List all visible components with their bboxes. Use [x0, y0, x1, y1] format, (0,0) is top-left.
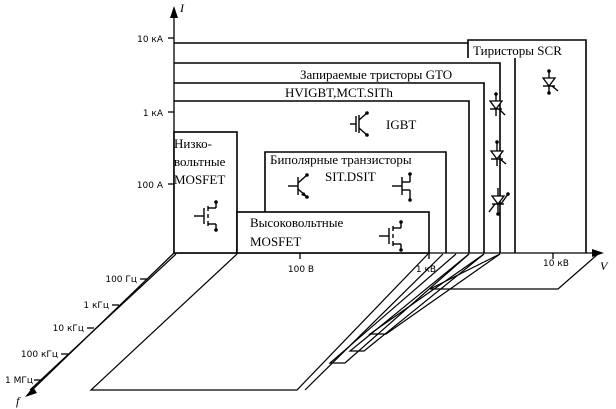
- hv-mosfet-symbol-icon: [379, 220, 403, 252]
- region-bipolar: Биполярные транзисторы SIT.DSIT: [264, 151, 447, 253]
- y-tick-label: 10 кА: [137, 35, 164, 45]
- region-gto: Запираемые тристоры GTO: [174, 62, 501, 253]
- lv-mosfet-label-3: MOSFET: [174, 172, 225, 187]
- z-tick-label: 10 кГц: [53, 324, 84, 334]
- bipolar-transistor-icon: [288, 173, 309, 199]
- lv-mosfet-label-2: вольтные: [174, 154, 226, 169]
- hvigbt-label: HVIGBT,MCT.SITh: [285, 85, 393, 100]
- z-tick-label: 100 Гц: [105, 275, 137, 285]
- region-hv-mosfet: Высоковольтные MOSFET: [236, 211, 430, 254]
- x-axis-label: V: [600, 259, 609, 273]
- thyristor-sith-icon: [488, 188, 510, 216]
- thyristor-scr-icon: [541, 69, 559, 95]
- lv-mosfet-symbol-icon: [194, 200, 218, 232]
- bipolar-label: Биполярные транзисторы: [270, 152, 412, 167]
- gto-label: Запираемые тристоры GTO: [300, 67, 452, 82]
- region-scr: Тиристоры SCR: [174, 39, 587, 253]
- scr-label: Тиристоры SCR: [473, 43, 562, 58]
- frequency-projections: [29, 253, 599, 391]
- igbt-symbol-icon: [350, 111, 369, 137]
- hv-mosfet-label-1: Высоковольтные: [250, 215, 344, 230]
- y-tick-label: 1 кА: [143, 109, 164, 119]
- z-tick-label: 1 кГц: [83, 301, 109, 311]
- lv-mosfet-label-1: Низко-: [174, 136, 212, 151]
- region-lv-mosfet: Низко- вольтные MOSFET: [173, 131, 238, 254]
- hv-mosfet-label-2: MOSFET: [250, 234, 301, 249]
- z-tick-label: 100 кГц: [21, 350, 58, 360]
- y-tick-label: 100 А: [137, 181, 164, 191]
- thyristor-gto-icon: [488, 92, 506, 116]
- region-hvigbt: HVIGBT,MCT.SITh: [174, 82, 485, 253]
- thyristor-mct-icon: [489, 140, 507, 166]
- y-axis-label: I: [179, 1, 185, 15]
- x-tick-label: 10 кВ: [543, 259, 569, 269]
- region-igbt: IGBT: [174, 100, 470, 253]
- z-axis-label: f: [16, 394, 21, 408]
- igbt-label: IGBT: [386, 117, 416, 132]
- z-tick-label: 1 МГц: [5, 376, 33, 386]
- sit-dsit-label: SIT.DSIT: [325, 169, 376, 184]
- x-tick-label: 100 В: [288, 265, 314, 275]
- sit-transistor-icon: [392, 172, 412, 202]
